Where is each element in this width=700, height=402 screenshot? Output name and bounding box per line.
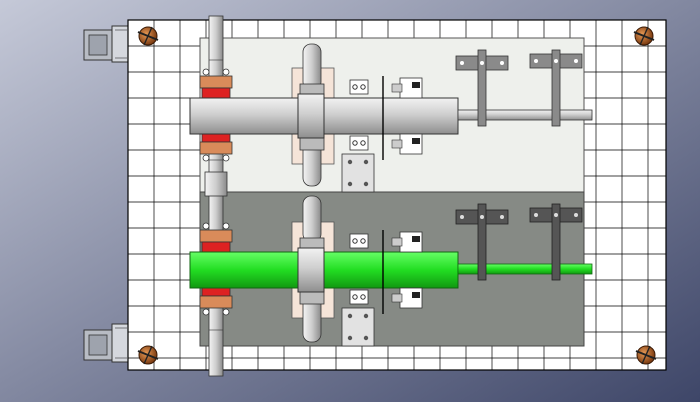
lower-main-shaft xyxy=(189,230,593,314)
bearing-clamp-lower xyxy=(199,222,233,316)
lower-bolt-blocks xyxy=(341,233,375,347)
lower-proximity-sensors xyxy=(391,231,423,309)
screw-head-icon xyxy=(633,26,655,46)
motor-icon xyxy=(83,25,131,63)
upper-t-bracket-left xyxy=(455,49,509,127)
lower-station xyxy=(189,195,593,347)
upper-main-shaft xyxy=(189,76,593,160)
screw-head-icon xyxy=(137,345,159,365)
corner-fasteners xyxy=(137,26,657,365)
upper-station xyxy=(189,43,593,193)
bearing-clamp-upper xyxy=(199,68,233,162)
upper-bolt-blocks xyxy=(341,79,375,193)
screw-head-icon xyxy=(635,345,657,365)
lower-t-bracket-left xyxy=(455,203,509,281)
screw-head-icon xyxy=(137,26,159,46)
upper-t-bracket-right xyxy=(529,49,583,127)
upper-proximity-sensors xyxy=(391,77,423,155)
lower-t-bracket-right xyxy=(529,203,583,281)
motor-icon xyxy=(83,323,131,363)
